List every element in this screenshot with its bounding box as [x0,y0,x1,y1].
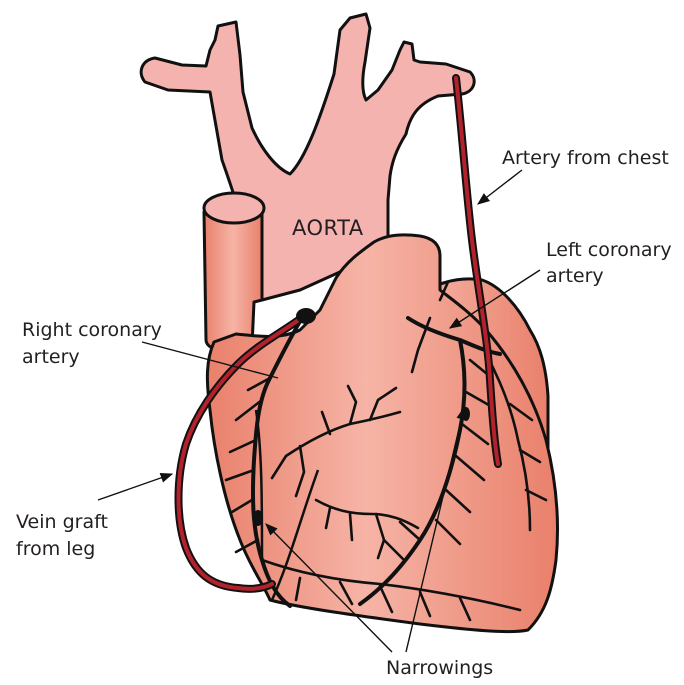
narrowing-1 [253,510,263,526]
narrowings-label: Narrowings [386,656,493,680]
aorta-label: AORTA [292,216,364,240]
pointer-artery-from-chest [478,170,522,204]
left-coronary-label-line2: artery [546,264,604,288]
vein-graft-label-line2: from leg [16,537,95,561]
vena-cava [204,206,262,353]
right-coronary-label-line1: Right coronary [22,318,162,342]
right-coronary-label-line2: artery [22,345,80,369]
pointer-vein-graft [98,474,172,500]
vein-graft-label-line1: Vein graft [16,510,108,534]
left-coronary-label-line1: Left coronary [546,238,672,262]
artery-from-chest-label: Artery from chest [502,146,669,170]
vein-graft-attachment [296,308,316,324]
vena-cava-opening [204,193,264,223]
